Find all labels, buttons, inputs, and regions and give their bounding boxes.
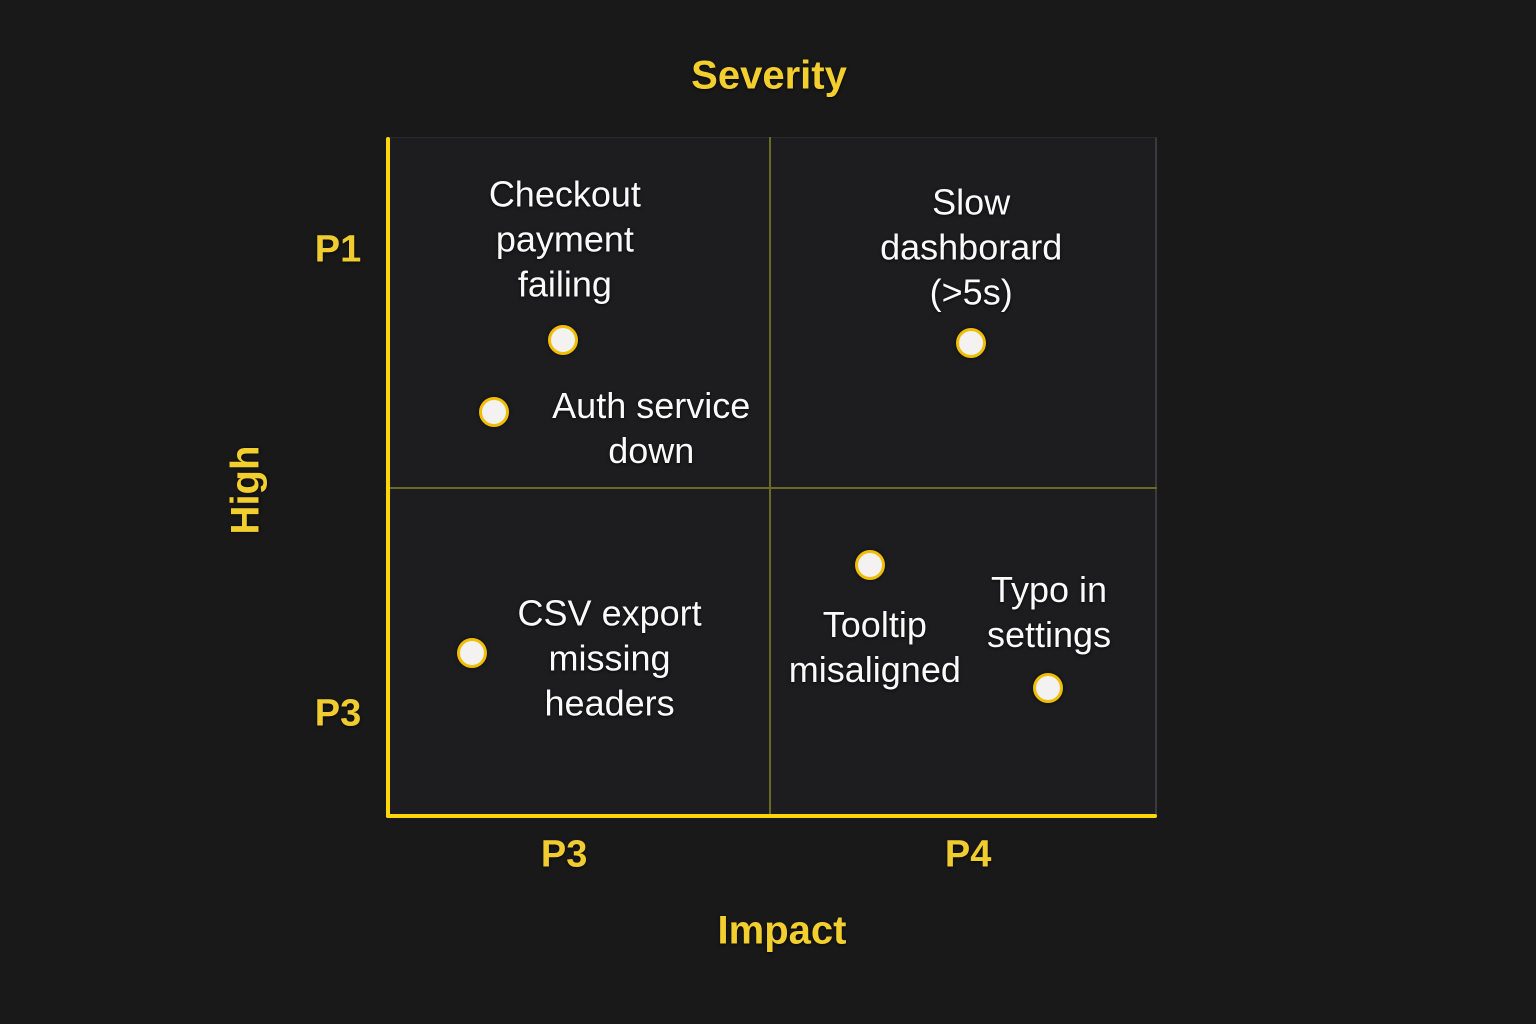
- y-axis-tick-label: P3: [314, 692, 362, 735]
- data-point: [457, 638, 488, 669]
- x-axis-label: Impact: [717, 908, 847, 953]
- data-point: [855, 549, 886, 580]
- data-point: [478, 396, 509, 427]
- chart-title: Severity: [691, 53, 847, 98]
- quadrant-divider-vertical: [769, 137, 771, 814]
- quadrant-area: [388, 137, 1157, 816]
- data-point: [548, 325, 579, 356]
- data-point: [956, 327, 987, 358]
- quadrant-divider-horizontal: [388, 487, 1157, 489]
- y-axis-label: High: [223, 445, 268, 535]
- x-axis-line: [386, 814, 1157, 818]
- y-axis-tick-label: P1: [314, 228, 362, 271]
- data-point: [1033, 672, 1064, 703]
- y-axis-line: [386, 137, 390, 818]
- x-axis-tick-label: P3: [540, 833, 588, 876]
- x-axis-tick-label: P4: [944, 833, 992, 876]
